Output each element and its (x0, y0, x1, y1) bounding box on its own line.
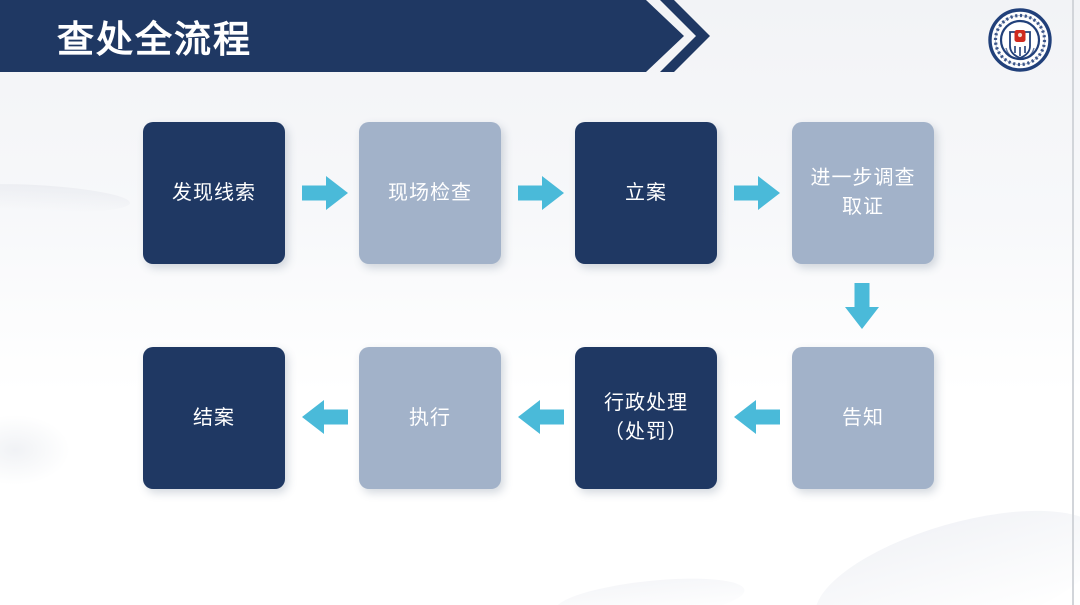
arrow-down-icon (845, 283, 879, 329)
arrow-right-icon (518, 176, 564, 210)
arrow-left-icon (518, 400, 564, 434)
decorative-swoosh (0, 180, 131, 216)
step-case-closure: 结案 (143, 347, 285, 489)
arrow-left-icon (302, 400, 348, 434)
step-further-investigation: 进一步调查 取证 (792, 122, 934, 264)
header-banner (0, 0, 710, 72)
arrow-right-icon (302, 176, 348, 210)
badge-ring-text (993, 13, 1047, 67)
arrow-left-icon (734, 400, 780, 434)
decorative-swoosh (553, 571, 747, 605)
step-onsite-inspection: 现场检查 (359, 122, 501, 264)
arrow-right-icon (734, 176, 780, 210)
page-title: 查处全流程 (57, 19, 252, 60)
step-administrative-penalty: 行政处理 （处罚） (575, 347, 717, 489)
law-enforcement-badge-logo (988, 8, 1052, 72)
decorative-swoosh (0, 415, 70, 485)
step-notification: 告知 (792, 347, 934, 489)
step-discover-clues: 发现线索 (143, 122, 285, 264)
window-edge-line (1072, 0, 1074, 605)
decorative-swoosh (800, 483, 1080, 605)
step-execution: 执行 (359, 347, 501, 489)
step-case-filing: 立案 (575, 122, 717, 264)
chevron-accent-icon (660, 0, 710, 72)
